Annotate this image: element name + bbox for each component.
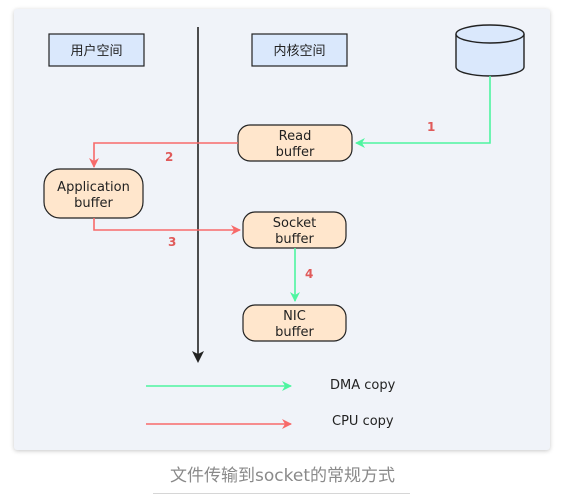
svg-text:Socket: Socket xyxy=(273,216,317,231)
socket-buffer-node: Socket buffer xyxy=(242,211,347,249)
svg-text:用户空间: 用户空间 xyxy=(70,43,122,59)
edge-application-to-socket-buffer xyxy=(93,218,241,235)
edge-read-to-application-buffer xyxy=(89,142,238,168)
svg-text:Read: Read xyxy=(279,129,312,144)
step-4-label: 4 xyxy=(305,267,313,281)
step-2-label: 2 xyxy=(165,150,173,164)
legend-dma-label: DMA copy xyxy=(330,378,396,393)
disk-icon xyxy=(455,24,525,77)
svg-text:buffer: buffer xyxy=(275,325,314,340)
read-buffer-node: Read buffer xyxy=(237,124,353,162)
step-3-label: 3 xyxy=(168,235,176,249)
svg-text:内核空间: 内核空间 xyxy=(273,43,325,59)
legend-cpu-label: CPU copy xyxy=(332,414,394,429)
step-1-label: 1 xyxy=(427,120,435,134)
svg-text:buffer: buffer xyxy=(276,145,315,160)
user-space-label: 用户空间 xyxy=(48,33,145,67)
nic-buffer-node: NIC buffer xyxy=(242,304,347,342)
svg-text:Application: Application xyxy=(57,180,130,195)
svg-text:buffer: buffer xyxy=(74,196,113,211)
application-buffer-node: Application buffer xyxy=(43,168,144,219)
svg-text:NIC: NIC xyxy=(283,309,306,324)
svg-text:buffer: buffer xyxy=(275,232,314,247)
edge-disk-to-read-buffer xyxy=(355,76,491,148)
caption-underline xyxy=(153,493,410,494)
figure-caption: 文件传输到socket的常规方式 xyxy=(170,466,395,486)
legend: DMA copy CPU copy xyxy=(146,378,396,429)
kernel-space-label: 内核空间 xyxy=(251,33,348,67)
